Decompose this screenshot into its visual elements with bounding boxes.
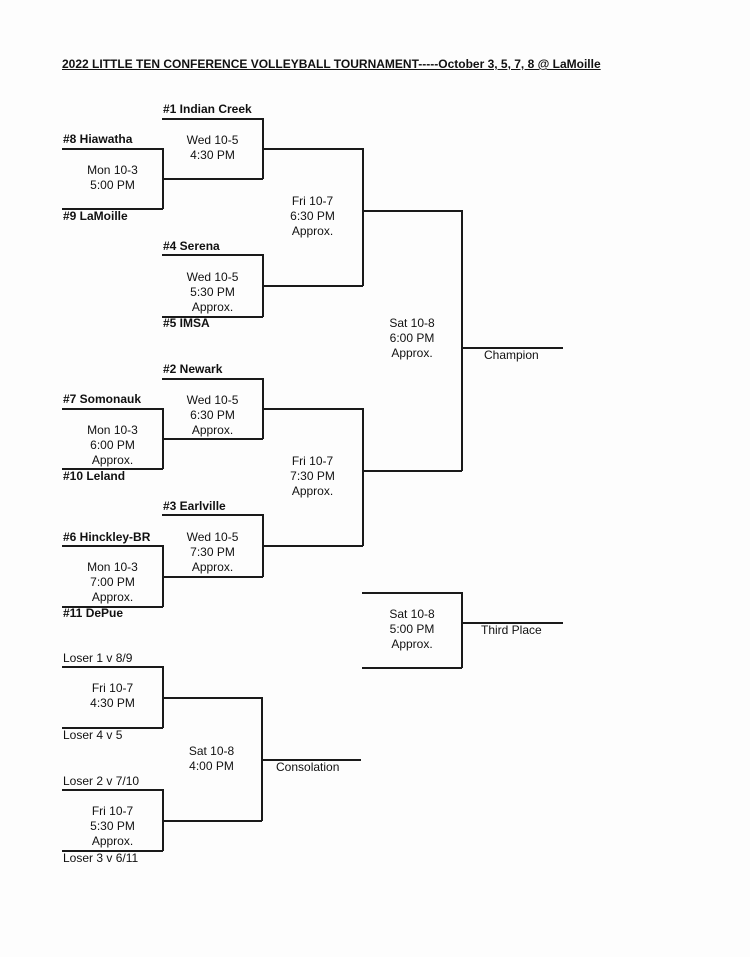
loser-4-slot: Loser 4 v 5	[63, 728, 123, 742]
team-seed-5: #5 IMSA	[163, 316, 210, 330]
game-fri-cons-2: Fri 10-7 5:30 PM Approx.	[90, 804, 135, 848]
loser-2-slot: Loser 2 v 7/10	[63, 774, 140, 788]
team-seed-7: #7 Somonauk	[63, 392, 142, 406]
loser-3-slot: Loser 3 v 6/11	[63, 851, 139, 865]
game-fri-1: Fri 10-7 6:30 PM Approx.	[290, 194, 335, 238]
game-mon-7v10: Mon 10-3 6:00 PM Approx.	[87, 423, 138, 467]
game-wed-3: Wed 10-5 7:30 PM Approx.	[186, 530, 239, 574]
game-sat-final: Sat 10-8 6:00 PM Approx.	[389, 316, 435, 360]
page-title: 2022 LITTLE TEN CONFERENCE VOLLEYBALL TO…	[62, 57, 601, 71]
team-seed-11: #11 DePue	[63, 606, 124, 620]
team-seed-10: #10 Leland	[63, 469, 126, 483]
consolation-label: Consolation	[276, 760, 340, 774]
team-seed-3: #3 Earlville	[163, 499, 226, 513]
team-seed-9: #9 LaMoille	[63, 209, 128, 223]
team-seed-4: #4 Serena	[163, 239, 220, 253]
team-seed-8: #8 Hiawatha	[63, 132, 133, 146]
champion-label: Champion	[484, 348, 539, 362]
game-fri-2: Fri 10-7 7:30 PM Approx.	[290, 454, 335, 498]
game-sat-third: Sat 10-8 5:00 PM Approx.	[389, 607, 435, 651]
team-seed-2: #2 Newark	[163, 362, 223, 376]
team-seed-6: #6 Hinckley-BR	[63, 530, 151, 544]
game-fri-cons-1: Fri 10-7 4:30 PM	[90, 681, 135, 710]
third-place-label: Third Place	[481, 623, 542, 637]
game-wed-4v5: Wed 10-5 5:30 PM Approx.	[186, 270, 239, 314]
game-mon-6v11: Mon 10-3 7:00 PM Approx.	[87, 560, 138, 604]
team-seed-1: #1 Indian Creek	[163, 102, 252, 116]
game-mon-8v9: Mon 10-3 5:00 PM	[87, 163, 138, 192]
game-wed-2: Wed 10-5 6:30 PM Approx.	[186, 393, 239, 437]
game-sat-consolation: Sat 10-8 4:00 PM	[188, 744, 235, 773]
game-wed-1: Wed 10-5 4:30 PM	[186, 133, 239, 162]
loser-1-slot: Loser 1 v 8/9	[63, 651, 133, 665]
